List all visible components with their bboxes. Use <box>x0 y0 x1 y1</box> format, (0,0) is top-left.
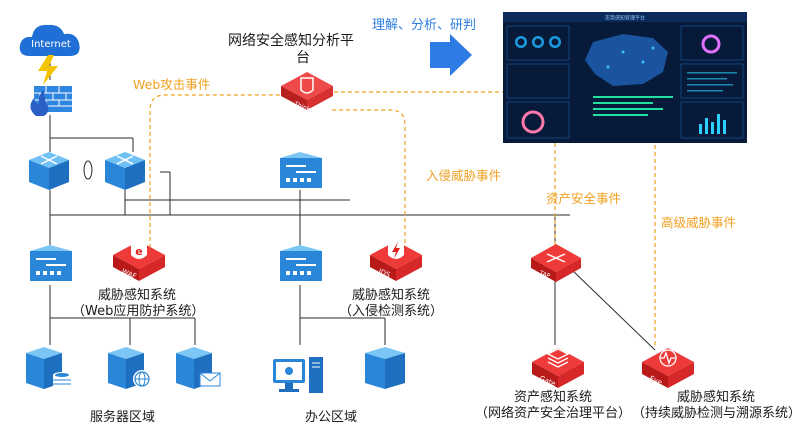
server-zone-label: 服务器区域 <box>90 410 156 425</box>
firewall-icon <box>30 86 72 116</box>
center-switch-icon <box>280 152 322 188</box>
ids-switch-icon <box>280 245 322 281</box>
platform-title: 网络安全感知分析平 <box>228 33 354 49</box>
workstation-icon <box>273 357 323 393</box>
svg-text:e: e <box>135 245 142 258</box>
svg-text:TAP: TAP <box>537 269 551 280</box>
waf-system-label: 威胁感知系统（Web应用防护系统） <box>72 288 205 319</box>
internet-label: Internet <box>31 39 71 50</box>
tap-device-icon: TAP <box>531 244 581 282</box>
office-server-icon <box>365 347 405 389</box>
svg-text:态势感知管理平台: 态势感知管理平台 <box>605 15 645 22</box>
internet-cloud-icon: Internet <box>19 24 80 56</box>
core-switch-right-icon <box>105 152 145 190</box>
waf-switch-icon <box>30 245 72 281</box>
analysis-caption: 理解、分析、研判 <box>372 18 477 33</box>
server-mail-icon <box>176 347 221 389</box>
platform-title-line2: 台 <box>296 50 310 66</box>
intrusion-event-label: 入侵威胁事件 <box>426 168 502 183</box>
lightning-icon <box>38 55 58 85</box>
threat-trace-system-label: 威胁感知系统（持续威胁检测与溯源系统） <box>632 390 800 421</box>
waf-device-icon: e WAF <box>113 239 165 281</box>
analysis-arrow-icon <box>430 34 472 76</box>
asset-security-event-label: 资产安全事件 <box>546 191 622 206</box>
think-platform-icon: Think <box>281 72 333 112</box>
core-switch-left-icon <box>29 152 69 190</box>
advanced-threat-event-label: 高级威胁事件 <box>661 215 737 230</box>
eye-device-icon: Eye <box>642 348 694 388</box>
gate-device-icon: Gate <box>532 348 584 388</box>
ids-system-label: 威胁感知系统（入侵检测系统） <box>338 288 443 319</box>
office-zone-label: 办公区域 <box>305 410 358 425</box>
web-attack-event-label: Web攻击事件 <box>133 77 211 92</box>
ids-device-icon: IDS <box>370 239 422 281</box>
server-database-icon <box>26 347 71 390</box>
asset-system-label: 资产感知系统（网络资产安全治理平台） <box>474 390 631 421</box>
analysis-dashboard-screenshot: 态势感知管理平台 <box>503 12 747 143</box>
server-web-icon <box>108 347 151 389</box>
